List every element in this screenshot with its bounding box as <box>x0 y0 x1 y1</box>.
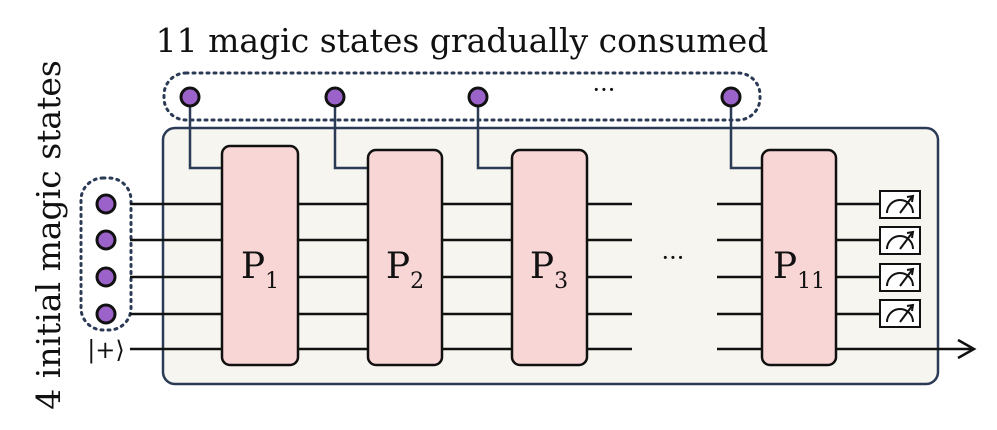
diagram-title: 11 magic states gradually consumed <box>156 21 769 60</box>
gate-p11-label: P11 <box>773 246 825 294</box>
gate-p3 <box>510 148 589 367</box>
connector-11 <box>729 97 762 170</box>
connector-1 <box>188 97 222 170</box>
magic-state-top-3 <box>467 86 489 108</box>
magic-state-connectors <box>188 97 762 170</box>
meter-icon <box>879 190 921 219</box>
magic-state-initial-2 <box>95 229 117 251</box>
initial-magic-states-group <box>79 176 133 332</box>
gate-p3-label: P3 <box>530 246 568 294</box>
magic-state-initial-3 <box>95 266 117 288</box>
magic-state-top-2 <box>324 86 346 108</box>
magic-state-top-1 <box>179 86 201 108</box>
consumed-magic-states <box>179 86 742 108</box>
gate-p2-label: P2 <box>386 246 424 294</box>
magic-state-initial-4 <box>95 303 117 325</box>
magic-state-initial-1 <box>95 193 117 215</box>
measurements <box>879 190 921 328</box>
middle-ellipsis: ··· <box>662 244 685 272</box>
top-ellipsis: ··· <box>593 76 616 104</box>
connector-3 <box>476 97 512 170</box>
side-label: 4 initial magic states <box>29 60 68 410</box>
meter-icon <box>879 226 921 255</box>
plus-state-label: |+⟩ <box>87 336 125 365</box>
meter-icon <box>879 299 921 328</box>
output-arrow-icon <box>957 338 977 360</box>
connector-2 <box>333 97 368 170</box>
gate-p11 <box>760 148 838 367</box>
meter-icon <box>879 263 921 292</box>
magic-state-top-11 <box>720 86 742 108</box>
gate-p2 <box>366 148 444 367</box>
initial-magic-states <box>95 193 117 325</box>
qubit-wires <box>130 202 972 351</box>
consumed-magic-states-group <box>162 71 762 122</box>
gate-p1 <box>220 144 300 367</box>
gate-p1-label: P1 <box>241 246 279 294</box>
gates <box>220 144 838 367</box>
